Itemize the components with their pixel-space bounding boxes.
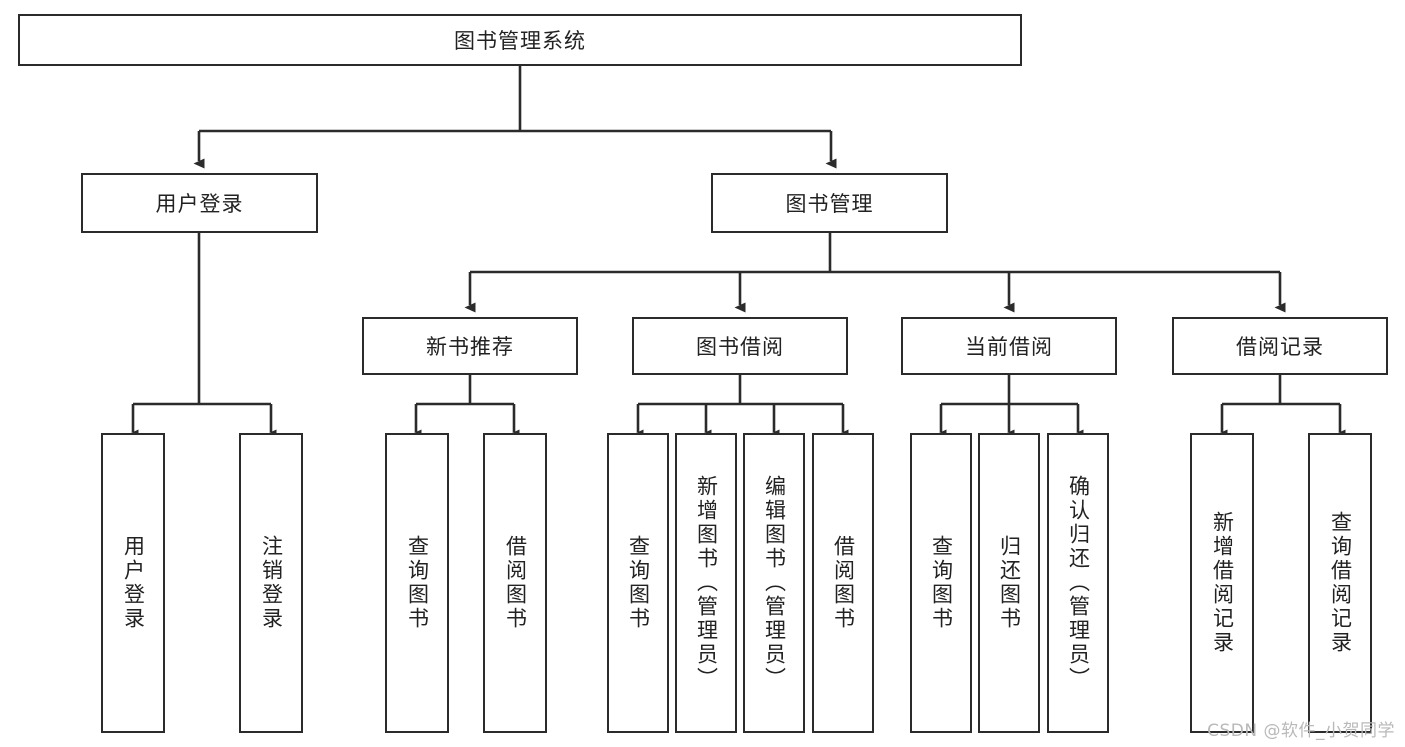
leaf-current-borrow-query-book[interactable]: 查询图书 xyxy=(910,433,972,733)
node-label: 用户登录 xyxy=(155,192,244,216)
node-borrow-record[interactable]: 借阅记录 xyxy=(1172,317,1388,375)
node-label: 图书管理系统 xyxy=(454,29,586,53)
leaf-book-borrow-borrow-book[interactable]: 借阅图书 xyxy=(812,433,874,733)
node-label: 借阅图书 xyxy=(831,535,856,631)
node-label: 归还图书 xyxy=(997,535,1022,631)
node-book-management[interactable]: 图书管理 xyxy=(711,173,948,233)
leaf-book-borrow-add-book-admin[interactable]: 新增图书（管理员） xyxy=(675,433,737,733)
leaf-current-borrow-confirm-return-admin[interactable]: 确认归还（管理员） xyxy=(1047,433,1109,733)
leaf-new-book-query-book[interactable]: 查询图书 xyxy=(385,433,449,733)
node-label: 查询图书 xyxy=(929,535,954,631)
watermark: CSDN @软件_小贺同学 xyxy=(1207,721,1395,741)
node-label: 新增图书（管理员） xyxy=(694,475,719,691)
leaf-new-book-borrow-book[interactable]: 借阅图书 xyxy=(483,433,547,733)
node-user-login[interactable]: 用户登录 xyxy=(81,173,318,233)
node-label: 确认归还（管理员） xyxy=(1066,475,1091,691)
node-label: 借阅记录 xyxy=(1236,335,1324,359)
leaf-user-login-login[interactable]: 用户登录 xyxy=(101,433,165,733)
node-label: 编辑图书（管理员） xyxy=(762,475,787,691)
node-book-management-system[interactable]: 图书管理系统 xyxy=(18,14,1022,66)
leaf-book-borrow-edit-book-admin[interactable]: 编辑图书（管理员） xyxy=(743,433,805,733)
leaf-current-borrow-return-book[interactable]: 归还图书 xyxy=(978,433,1040,733)
node-current-borrow[interactable]: 当前借阅 xyxy=(901,317,1117,375)
node-label: 查询借阅记录 xyxy=(1328,511,1353,655)
node-label: 图书借阅 xyxy=(696,335,784,359)
node-label: 借阅图书 xyxy=(503,535,528,631)
node-label: 当前借阅 xyxy=(965,335,1053,359)
node-label: 新增借阅记录 xyxy=(1210,511,1235,655)
leaf-book-borrow-query-book[interactable]: 查询图书 xyxy=(607,433,669,733)
leaf-user-login-logout[interactable]: 注销登录 xyxy=(239,433,303,733)
node-new-book-recommend[interactable]: 新书推荐 xyxy=(362,317,578,375)
node-label: 图书管理 xyxy=(785,192,874,216)
node-label: 新书推荐 xyxy=(426,335,514,359)
node-label: 查询图书 xyxy=(405,535,430,631)
node-label: 注销登录 xyxy=(259,535,284,631)
leaf-borrow-record-add-record[interactable]: 新增借阅记录 xyxy=(1190,433,1254,733)
node-label: 查询图书 xyxy=(626,535,651,631)
node-book-borrow[interactable]: 图书借阅 xyxy=(632,317,848,375)
node-label: 用户登录 xyxy=(121,535,146,631)
leaf-borrow-record-query-record[interactable]: 查询借阅记录 xyxy=(1308,433,1372,733)
